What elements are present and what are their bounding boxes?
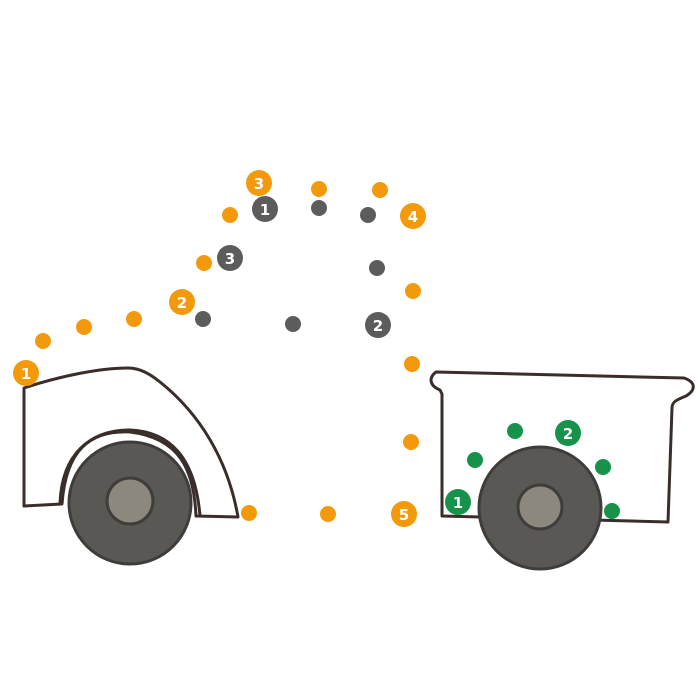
dot-number-label: 1 (260, 201, 270, 219)
orange-dot[interactable] (126, 311, 142, 327)
dot-number-label: 5 (399, 506, 409, 524)
dot-circle[interactable] (360, 207, 376, 223)
gray-dot[interactable] (311, 200, 327, 216)
dot-number-label: 2 (373, 317, 383, 335)
orange-numbered-dot-3[interactable]: 3 (246, 170, 272, 196)
dot-circle[interactable] (311, 181, 327, 197)
gray-numbered-dot-3[interactable]: 3 (217, 245, 243, 271)
dot-circle[interactable] (369, 260, 385, 276)
dot-circle[interactable] (604, 503, 620, 519)
dot-circle[interactable] (365, 312, 391, 338)
gray-numbered-dot-1[interactable]: 1 (252, 196, 278, 222)
dot-circle[interactable] (507, 423, 523, 439)
green-dot[interactable] (604, 503, 620, 519)
dot-circle[interactable] (76, 319, 92, 335)
dot-circle[interactable] (35, 333, 51, 349)
front-wheel-arch (58, 428, 202, 517)
dot-circle[interactable] (252, 196, 278, 222)
orange-numbered-dot-1[interactable]: 1 (13, 360, 39, 386)
dot-circle[interactable] (13, 360, 39, 386)
green-numbered-dot-1[interactable]: 1 (445, 489, 471, 515)
dot-number-label: 2 (177, 294, 187, 312)
green-dot[interactable] (595, 459, 611, 475)
dot-number-label: 4 (408, 208, 418, 226)
orange-dot[interactable] (404, 356, 420, 372)
front-hub (105, 476, 155, 526)
dot-circle[interactable] (595, 459, 611, 475)
orange-numbered-dot-5[interactable]: 5 (391, 501, 417, 527)
dot-number-label: 3 (254, 175, 264, 193)
dot-number-label: 1 (21, 365, 31, 383)
dot-circle[interactable] (405, 283, 421, 299)
orange-dot[interactable] (372, 182, 388, 198)
dot-number-label: 3 (225, 250, 235, 268)
gray-dot[interactable] (285, 316, 301, 332)
dot-circle[interactable] (195, 311, 211, 327)
dot-circle[interactable] (320, 506, 336, 522)
dot-circle[interactable] (311, 200, 327, 216)
dot-circle[interactable] (467, 452, 483, 468)
green-dot[interactable] (507, 423, 523, 439)
dot-circle[interactable] (555, 420, 581, 446)
orange-dot[interactable] (35, 333, 51, 349)
dot-circle[interactable] (400, 203, 426, 229)
dot-circle[interactable] (126, 311, 142, 327)
dot-circle[interactable] (241, 505, 257, 521)
orange-numbered-dot-2[interactable]: 2 (169, 289, 195, 315)
dot-circle[interactable] (391, 501, 417, 527)
orange-numbered-dot-4[interactable]: 4 (400, 203, 426, 229)
dot-number-label: 2 (563, 425, 573, 443)
dot-circle[interactable] (222, 207, 238, 223)
orange-dot[interactable] (320, 506, 336, 522)
dot-circle[interactable] (217, 245, 243, 271)
gray-dot[interactable] (369, 260, 385, 276)
dot-circle[interactable] (403, 434, 419, 450)
orange-dot[interactable] (76, 319, 92, 335)
dot-circle[interactable] (196, 255, 212, 271)
gray-dot[interactable] (360, 207, 376, 223)
dot-circle[interactable] (445, 489, 471, 515)
orange-dot[interactable] (311, 181, 327, 197)
dot-circle[interactable] (404, 356, 420, 372)
dot-circle[interactable] (246, 170, 272, 196)
gray-dot[interactable] (195, 311, 211, 327)
dot-circle[interactable] (372, 182, 388, 198)
orange-dot[interactable] (196, 255, 212, 271)
dot-circle[interactable] (285, 316, 301, 332)
green-numbered-dot-2[interactable]: 2 (555, 420, 581, 446)
dot-circle[interactable] (169, 289, 195, 315)
green-dot[interactable] (467, 452, 483, 468)
orange-dot[interactable] (403, 434, 419, 450)
orange-dot[interactable] (241, 505, 257, 521)
gray-numbered-dot-2[interactable]: 2 (365, 312, 391, 338)
rear-hub (516, 483, 564, 531)
orange-dot[interactable] (222, 207, 238, 223)
dot-number-label: 1 (453, 494, 463, 512)
orange-dot[interactable] (405, 283, 421, 299)
